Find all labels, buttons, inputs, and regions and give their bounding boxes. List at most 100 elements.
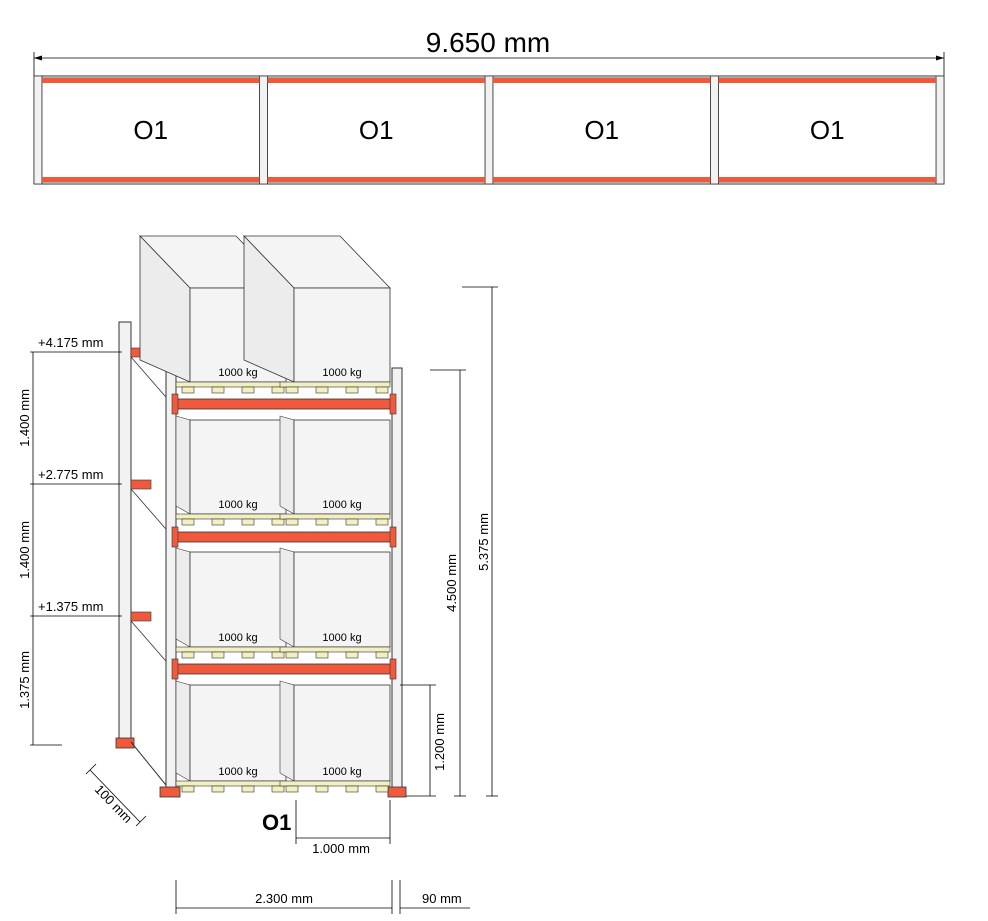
- beam-connector: [171, 526, 179, 548]
- pallet-block: [211, 785, 225, 793]
- pallet-block: [315, 651, 329, 659]
- pallet-block: [211, 518, 225, 526]
- left-elevation-dims: +4.175 mm +2.775 mm +1.375 mm 1.400 mm 1…: [17, 335, 122, 746]
- gap-label-3: 1.375 mm: [17, 651, 32, 709]
- right-height-dims: 1.200 mm 4.500 mm 5.375 mm: [400, 286, 498, 797]
- pallet-weight-label: 1000 kg: [218, 367, 257, 379]
- pallet-block: [375, 386, 389, 394]
- pallet-block: [375, 518, 389, 526]
- frame-depth-label: 100 mm: [92, 782, 135, 826]
- pallet-load: 1000 kg: [175, 415, 287, 526]
- pallet-block: [181, 651, 195, 659]
- pallet-block: [285, 518, 299, 526]
- back-beam: [130, 611, 152, 622]
- front-right-upright: [391, 367, 403, 795]
- pallet-weight-label: 1000 kg: [322, 367, 361, 379]
- beam-connector: [171, 658, 179, 680]
- pallet-load: 1000 kg: [279, 547, 391, 659]
- pallet-block: [375, 785, 389, 793]
- top-bay-label: O1: [810, 115, 845, 145]
- box-front: [189, 551, 287, 648]
- top-upright: [484, 75, 494, 185]
- pallet-width-label: 1.000 mm: [312, 841, 370, 856]
- pallet-block: [181, 386, 195, 394]
- top-beam-back: [493, 78, 711, 83]
- pallet-deck: [175, 780, 287, 787]
- back-beam: [130, 479, 152, 490]
- pallet-deck: [279, 646, 391, 653]
- box-front: [293, 551, 391, 648]
- pallet-block: [211, 386, 225, 394]
- beam-connector: [389, 526, 397, 548]
- pallet-weight-label: 1000 kg: [322, 632, 361, 644]
- pallet-load: 1000 kg: [279, 415, 391, 526]
- top-upright: [935, 75, 945, 185]
- pallet-load: 1000 kg: [175, 680, 287, 793]
- pallet-block: [181, 518, 195, 526]
- total-length-label: 9.650 mm: [426, 27, 551, 58]
- top-bay: O1: [718, 77, 937, 183]
- pallet-block: [285, 386, 299, 394]
- gap-label-1: 1.400 mm: [17, 389, 32, 447]
- pallet-deck: [175, 646, 287, 653]
- pallet-deck: [175, 381, 287, 388]
- top-bay: O1: [492, 77, 711, 183]
- elevation-label-1: +4.175 mm: [38, 335, 103, 350]
- frame-height-label: 4.500 mm: [444, 554, 459, 612]
- top-beam-back: [267, 78, 485, 83]
- front-uprights: [159, 367, 407, 798]
- pallet-block: [271, 785, 285, 793]
- side-view: 1000 kg 1000 kg 1000 kg 1000 kg 1000 kg 1000 …: [17, 235, 498, 914]
- top-bay-label: O1: [584, 115, 619, 145]
- pallet-weight-label: 1000 kg: [218, 632, 257, 644]
- front-beam: [175, 663, 393, 675]
- pallet-block: [345, 518, 359, 526]
- top-bay: O1: [267, 77, 486, 183]
- pallet-weight-label: 1000 kg: [322, 766, 361, 778]
- pallet-deck: [279, 513, 391, 520]
- pallet-load: 1000 kg: [139, 235, 287, 394]
- pallet-block: [315, 785, 329, 793]
- frame-depth-dim: 100 mm: [85, 763, 147, 827]
- pallet-weight-label: 1000 kg: [218, 499, 257, 511]
- box-front: [189, 419, 287, 515]
- pallet-weight-label: 1000 kg: [322, 499, 361, 511]
- pallet-block: [315, 386, 329, 394]
- top-beam-front: [718, 177, 936, 182]
- pallet-deck: [175, 513, 287, 520]
- box-front: [293, 419, 391, 515]
- pallet-block: [271, 651, 285, 659]
- front-left-upright: [165, 367, 177, 795]
- pallet-block: [271, 386, 285, 394]
- pallet-block: [211, 651, 225, 659]
- pallet-block: [345, 651, 359, 659]
- beam-connector: [171, 393, 179, 415]
- top-beam-back: [42, 78, 260, 83]
- ground-load-height-label: 1.200 mm: [432, 713, 447, 771]
- top-bay: O1: [41, 77, 260, 183]
- rack-label: O1: [262, 810, 291, 835]
- pallet-weight-label: 1000 kg: [218, 766, 257, 778]
- upright-width-label: 90 mm: [422, 891, 462, 906]
- back-upright: [115, 321, 171, 791]
- front-beam: [175, 531, 393, 543]
- top-beam-front: [42, 177, 260, 182]
- pallet-block: [345, 785, 359, 793]
- pallet-block: [315, 518, 329, 526]
- box-front: [189, 684, 287, 782]
- top-upright: [710, 75, 719, 185]
- elevation-label-3: +1.375 mm: [38, 599, 103, 614]
- overall-height-label: 5.375 mm: [476, 513, 491, 571]
- top-view: 9.650 mm O1 O1 O1 O1: [33, 27, 945, 185]
- pallet-load: 1000 kg: [279, 680, 391, 793]
- top-bay-label: O1: [133, 115, 168, 145]
- pallet-load: 1000 kg: [243, 235, 391, 394]
- beam-connector: [389, 393, 397, 415]
- top-beam-back: [718, 78, 936, 83]
- bay-width-label: 2.300 mm: [255, 891, 313, 906]
- front-beam: [175, 398, 393, 410]
- pallet-block: [285, 651, 299, 659]
- top-beam-front: [267, 177, 485, 182]
- pallet-deck: [279, 381, 391, 388]
